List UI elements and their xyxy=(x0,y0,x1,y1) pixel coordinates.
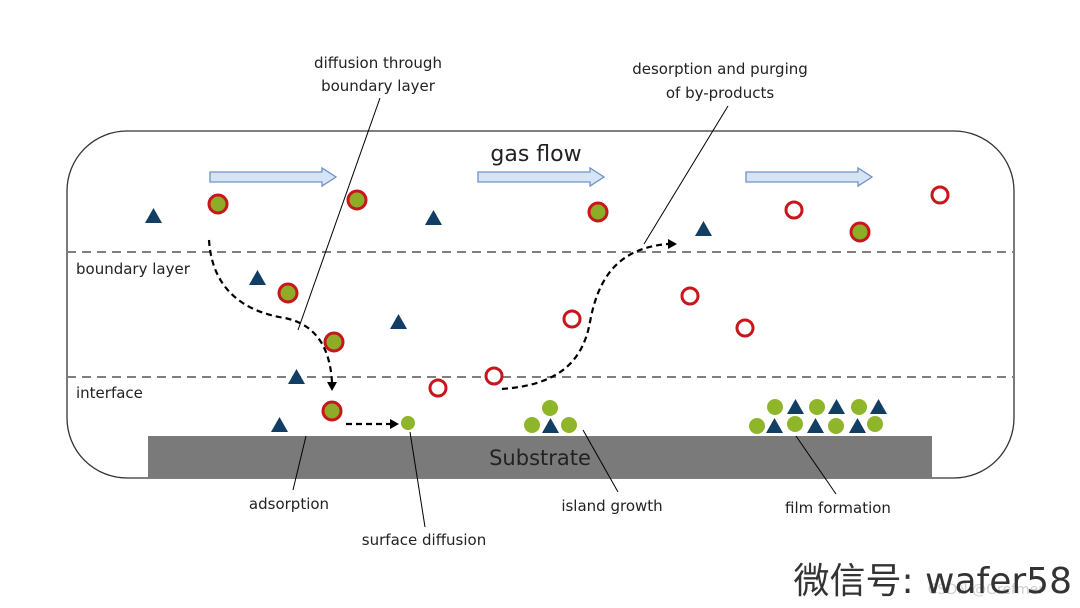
triangle-icon xyxy=(787,399,804,414)
desorption-label-line2: of by-products xyxy=(666,84,774,102)
triangle-icon xyxy=(828,399,845,414)
triangle-icon xyxy=(145,208,162,223)
triangle-icon xyxy=(425,210,442,225)
green-particle xyxy=(749,418,765,434)
leader-lines xyxy=(292,97,837,528)
adatom-particle xyxy=(401,416,415,430)
hollow-ring-circle-icon xyxy=(562,309,582,329)
adsorption-label: adsorption xyxy=(249,495,329,513)
filled-ring-circle-icon xyxy=(323,331,345,353)
film-formation-label: film formation xyxy=(785,499,891,517)
leader-island-growth xyxy=(582,429,619,493)
triangle-icon xyxy=(849,418,866,433)
diffusion-path xyxy=(207,239,334,383)
hollow-ring-circle-icon xyxy=(735,318,755,338)
triangle-icon xyxy=(542,418,559,433)
hollow-ring-circle-icon xyxy=(484,366,504,386)
byproduct-molecules xyxy=(428,185,950,398)
green-particle xyxy=(809,399,825,415)
watermark: 微信号: wafer58 xyxy=(793,561,1072,602)
leader-diffusion xyxy=(297,97,381,331)
desorption-label-line1: desorption and purging xyxy=(632,60,808,78)
filled-ring-circle-icon xyxy=(321,400,343,422)
right-arrow-icon xyxy=(745,166,874,188)
precursor-molecules xyxy=(207,189,871,422)
hollow-ring-circle-icon xyxy=(680,286,700,306)
arrowhead-icon xyxy=(327,382,337,391)
island-cluster xyxy=(524,400,577,433)
gas-species xyxy=(145,208,712,432)
flow-arrows xyxy=(209,166,874,188)
triangle-icon xyxy=(288,369,305,384)
filled-ring-circle-icon xyxy=(346,189,368,211)
desorption-path xyxy=(501,242,669,391)
green-particle xyxy=(542,400,558,416)
watermark-sub: CSDN @Grefmer xyxy=(927,582,1044,598)
hollow-ring-circle-icon xyxy=(428,378,448,398)
green-particle xyxy=(787,416,803,432)
island-growth-label: island growth xyxy=(561,497,662,515)
substrate-label: Substrate xyxy=(489,446,591,470)
boundary-layer-label: boundary layer xyxy=(76,260,191,278)
hollow-ring-circle-icon xyxy=(930,185,950,205)
hollow-ring-circle-icon xyxy=(784,200,804,220)
diffusion-label-line2: boundary layer xyxy=(321,77,436,95)
interface-label: interface xyxy=(76,384,143,402)
right-arrow-icon xyxy=(209,166,338,188)
green-particle xyxy=(828,418,844,434)
triangle-icon xyxy=(807,418,824,433)
filled-ring-circle-icon xyxy=(587,201,609,223)
triangle-icon xyxy=(695,221,712,236)
green-particle xyxy=(867,416,883,432)
film-cluster xyxy=(749,399,887,434)
arrowhead-icon xyxy=(390,419,399,429)
process-paths xyxy=(207,239,677,429)
triangle-icon xyxy=(249,270,266,285)
green-particle xyxy=(767,399,783,415)
gas-flow-label: gas flow xyxy=(490,142,581,167)
leader-desorption xyxy=(643,105,729,245)
green-particle xyxy=(561,417,577,433)
triangle-icon xyxy=(766,418,783,433)
filled-ring-circle-icon xyxy=(277,282,299,304)
filled-ring-circle-icon xyxy=(207,193,229,215)
triangle-icon xyxy=(271,417,288,432)
arrowhead-icon xyxy=(668,239,677,249)
triangle-icon xyxy=(870,399,887,414)
surface-diffusion-label: surface diffusion xyxy=(362,531,486,549)
triangle-icon xyxy=(390,314,407,329)
leader-surface-diffusion xyxy=(409,431,426,528)
filled-ring-circle-icon xyxy=(849,221,871,243)
green-particle xyxy=(851,399,867,415)
leader-film-formation xyxy=(795,435,837,495)
leader-adsorption xyxy=(292,435,307,491)
right-arrow-icon xyxy=(477,166,606,188)
diffusion-label-line1: diffusion through xyxy=(314,54,442,72)
green-particle xyxy=(524,417,540,433)
